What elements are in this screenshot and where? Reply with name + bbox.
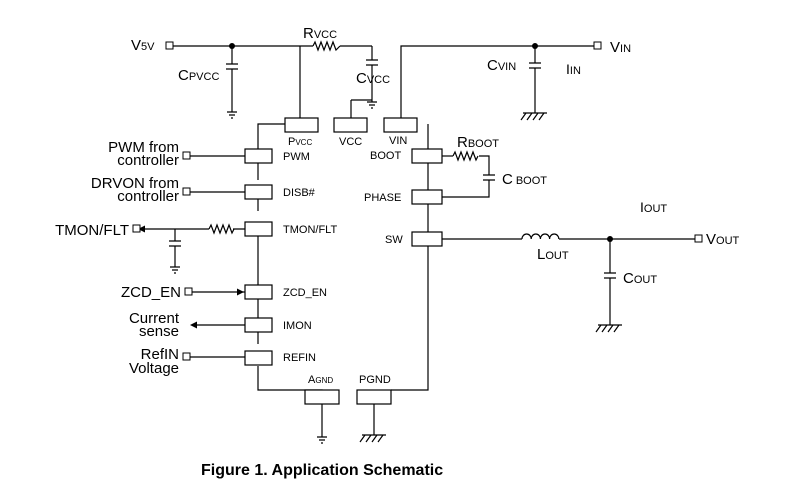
imon-pin-label: IMON [283,320,312,332]
vin-terminal [593,41,602,50]
vout-terminal [694,234,703,243]
pwm-terminal [182,151,191,160]
pin-pgnd [356,389,392,405]
vin-pin-label: VIN [389,135,407,147]
pin-zcd [244,284,273,300]
boot-pin-label: BOOT [370,150,401,162]
vin-net-label: VIN [610,39,631,56]
junctions [229,43,613,242]
pin-sw [411,231,443,247]
drvon-terminal [182,187,191,196]
v5v-terminal [165,41,174,50]
pin-pvcc [284,117,319,133]
tmon-arrow [138,225,145,233]
sw-pin-label: SW [385,234,403,246]
figure-caption: Figure 1. Application Schematic [201,462,443,479]
rvcc-label: RVCC [303,25,337,42]
phase-pin-label: PHASE [364,192,401,204]
pin-vcc [333,117,368,133]
pwm-pin-label: PWM [283,151,310,163]
cout-capacitor [604,272,616,279]
pin-tmon [244,221,273,237]
cboot-capacitor [483,174,495,181]
pin-pwm [244,148,273,164]
tmon-resistor [208,223,235,235]
zcd-terminal [184,287,193,296]
vcc-pin-label: VCC [339,136,362,148]
refin-pin-label: REFIN [283,352,316,364]
pin-imon [244,317,273,333]
pin-agnd [304,389,340,405]
terminals [132,41,703,361]
tmon-flt-label: TMON/FLT [55,222,129,239]
pin-disb [244,184,273,200]
pvcc-pin-label: PVCC [288,136,312,148]
zcd-en-label: ZCD_EN [121,284,181,301]
zcd-arrow [237,288,244,296]
refin-voltage-line1: RefIN [141,346,179,363]
cvcc-label: CVCC [356,70,390,87]
cvin-capacitor [529,62,541,69]
drvon-source-line2: controller [117,188,179,205]
lout-inductor [521,233,560,240]
tmon-pin-label: TMON/FLT [283,224,337,236]
iin-label: IIN [566,61,581,77]
pgnd-pin-label: PGND [359,374,391,386]
pwm-source-line1: PWM from [108,139,179,156]
iout-label: IOUT [640,199,667,215]
pin-boot [411,148,443,164]
vout-label: VOUT [706,231,740,248]
pin-refin [244,350,273,366]
pwm-source-line2: controller [117,152,179,169]
arrows [138,225,244,329]
lout-label: LOUT [537,246,569,263]
rboot-resistor [452,150,479,162]
disb-pin-label: DISB# [283,187,316,199]
current-sense-line1: Current [129,310,180,327]
refin-voltage-line2: Voltage [129,360,179,377]
tmon-filter-capacitor [169,240,181,247]
pin-phase [411,189,443,205]
cout-label: COUT [623,270,657,287]
drvon-source-line1: DRVON from [91,175,179,192]
current-sense-arrow [190,321,197,329]
pin-vin [383,117,418,133]
agnd-pin-label: AGND [308,374,333,386]
cpvcc-label: CPVCC [178,67,219,84]
ic-pins [244,117,443,405]
rboot-label: RBOOT [457,134,499,151]
tmon-terminal [132,224,141,233]
cvin-label: CVIN [487,57,516,74]
cpvcc-capacitor [226,63,238,70]
rvcc-resistor [312,40,341,52]
refin-terminal [182,352,191,361]
cvcc-capacitor [366,59,378,66]
current-sense-line2: sense [139,323,179,340]
v5v-label: V5V [131,37,155,54]
zcd-pin-label: ZCD_EN [283,287,327,299]
